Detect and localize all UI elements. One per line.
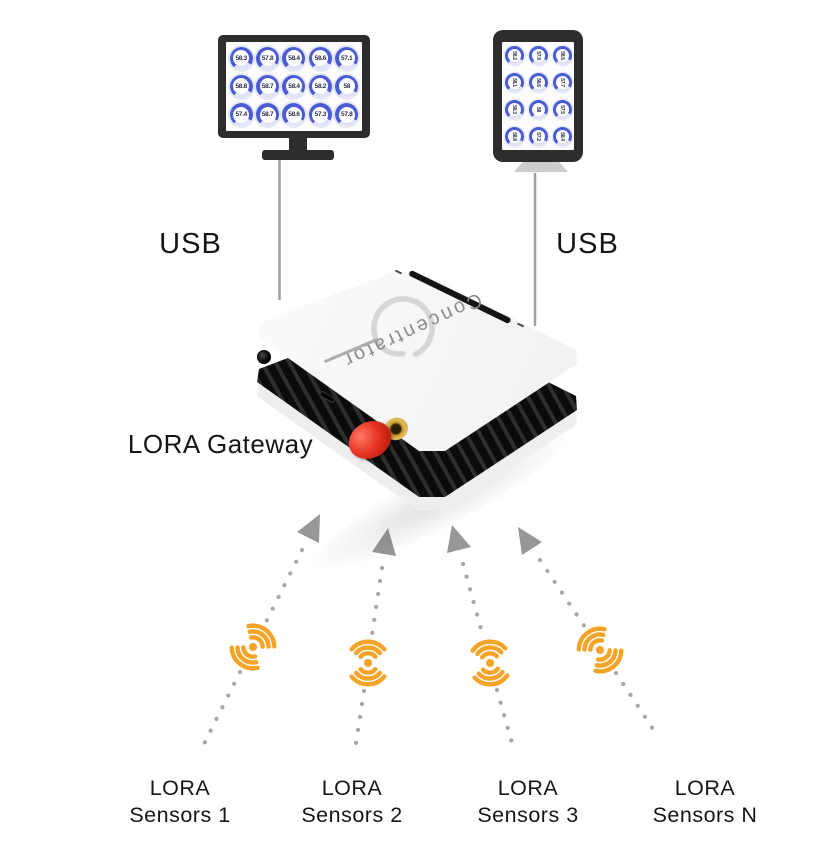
usb-label-left: USB: [159, 228, 222, 260]
monitor-dashboard-screen: 58.3 57.8 58.4 58.6 57.1 58.8 58.7 58.4 …: [226, 42, 362, 131]
gauge-value: 57.3: [312, 106, 329, 123]
tablet-illustration: 58.2 57.9 58.5 58.1 58.6 57.7 58.3 58 57…: [493, 30, 583, 162]
lora-signal-icon-3: [470, 639, 510, 687]
sensor-label-2: LORA Sensors 2: [272, 775, 432, 829]
gauge-dial: 58.6: [528, 73, 548, 92]
gauge-dial: 57.5: [552, 100, 572, 119]
gauge-value: 58.2: [312, 78, 329, 95]
gauge-dial: 57.3: [308, 103, 332, 127]
gauge-value: 58.5: [555, 49, 569, 62]
gauge-dial: 58.7: [256, 103, 280, 127]
gauge-dial: 58.3: [504, 100, 524, 119]
monitor-stand-neck: [289, 138, 307, 151]
sensor-label-4: LORA Sensors N: [625, 775, 785, 829]
gauge-dial: 58.4: [282, 46, 306, 70]
gauge-value: 57.2: [531, 130, 545, 143]
gauge-dial: 57.9: [528, 46, 548, 65]
gauge-dial: 58.8: [229, 74, 253, 98]
gauge-value: 57.1: [338, 50, 355, 67]
gauge-value: 58.8: [233, 78, 250, 95]
gauge-value: 57.4: [233, 106, 250, 123]
gauge-value: 58.4: [285, 78, 302, 95]
gauge-value: 58: [531, 103, 545, 116]
sensor-label-3: LORA Sensors 3: [448, 775, 608, 829]
sensor-label-line2: Sensors 3: [477, 803, 579, 827]
sensor-label-line1: LORA: [497, 776, 559, 800]
gauge-value: 58.6: [312, 50, 329, 67]
arrowhead-4-icon: [518, 527, 542, 555]
gauge-value: 58.1: [507, 76, 521, 89]
gauge-value: 57.7: [555, 76, 569, 89]
gauge-dial: 58.6: [308, 46, 332, 70]
gauge-value: 57.5: [555, 103, 569, 116]
gauge-value: 58: [338, 78, 355, 95]
monitor-illustration: 58.3 57.8 58.4 58.6 57.1 58.8 58.7 58.4 …: [218, 35, 370, 138]
sensor-label-line2: Sensors 1: [129, 803, 231, 827]
sensor-label-line1: LORA: [674, 776, 736, 800]
gauge-dial: 58.2: [504, 46, 524, 65]
gauge-dial: 58.4: [282, 74, 306, 98]
gauge-value: 57.8: [259, 50, 276, 67]
gauge-dial: 58.8: [504, 127, 524, 146]
gauge-dial: 58.1: [504, 73, 524, 92]
sensor-label-line1: LORA: [321, 776, 383, 800]
gauge-dial: 57.7: [552, 73, 572, 92]
concentrator-swirl-logo-icon: [371, 296, 435, 358]
gauge-dial: 58.7: [256, 74, 280, 98]
gateway-label: LORA Gateway: [127, 429, 314, 459]
gauge-dial: 57.1: [335, 46, 359, 70]
gauge-value: 58.3: [507, 103, 521, 116]
gauge-value: 57.8: [338, 106, 355, 123]
gauge-value: 58.7: [259, 106, 276, 123]
gauge-dial: 58: [335, 74, 359, 98]
gauge-value: 58.8: [507, 130, 521, 143]
sensor-label-line2: Sensors N: [652, 803, 758, 827]
sensor-label-1: LORA Sensors 1: [100, 775, 260, 829]
gauge-dial: 58.3: [229, 46, 253, 70]
gauge-value: 58.7: [259, 78, 276, 95]
gauge-dial: 57.8: [335, 103, 359, 127]
gauge-value: 58.6: [531, 76, 545, 89]
lora-signal-icon-1: [229, 623, 277, 671]
usb-label-right: USB: [556, 228, 619, 260]
gauge-dial: 58.2: [308, 74, 332, 98]
gauge-value: 58.3: [233, 50, 250, 67]
gauge-dial: 57.8: [256, 46, 280, 70]
gauge-value: 58.4: [285, 50, 302, 67]
gauge-value: 57.9: [531, 49, 545, 62]
gauge-dial: 58.5: [552, 46, 572, 65]
gauge-dial: 57.2: [528, 127, 548, 146]
gauge-value: 58.6: [285, 106, 302, 123]
gauge-dial: 58: [528, 100, 548, 119]
gauge-value: 58.4: [555, 130, 569, 143]
gateway-jack-port-icon: [257, 350, 271, 364]
arrowhead-3-icon: [447, 525, 471, 553]
monitor-stand-base: [262, 150, 334, 160]
gauge-value: 58.2: [507, 49, 521, 62]
gauge-dial: 57.4: [229, 103, 253, 127]
tablet-stand-shadow: [514, 162, 568, 172]
gauge-dial: 58.4: [552, 127, 572, 146]
gauge-dial: 58.6: [282, 103, 306, 127]
sensor-label-line2: Sensors 2: [301, 803, 403, 827]
tablet-dashboard-screen: 58.2 57.9 58.5 58.1 58.6 57.7 58.3 58 57…: [502, 42, 574, 150]
lora-signal-icon-4: [576, 626, 624, 674]
lora-signal-icon-2: [349, 639, 387, 687]
sensor-label-line1: LORA: [149, 776, 211, 800]
